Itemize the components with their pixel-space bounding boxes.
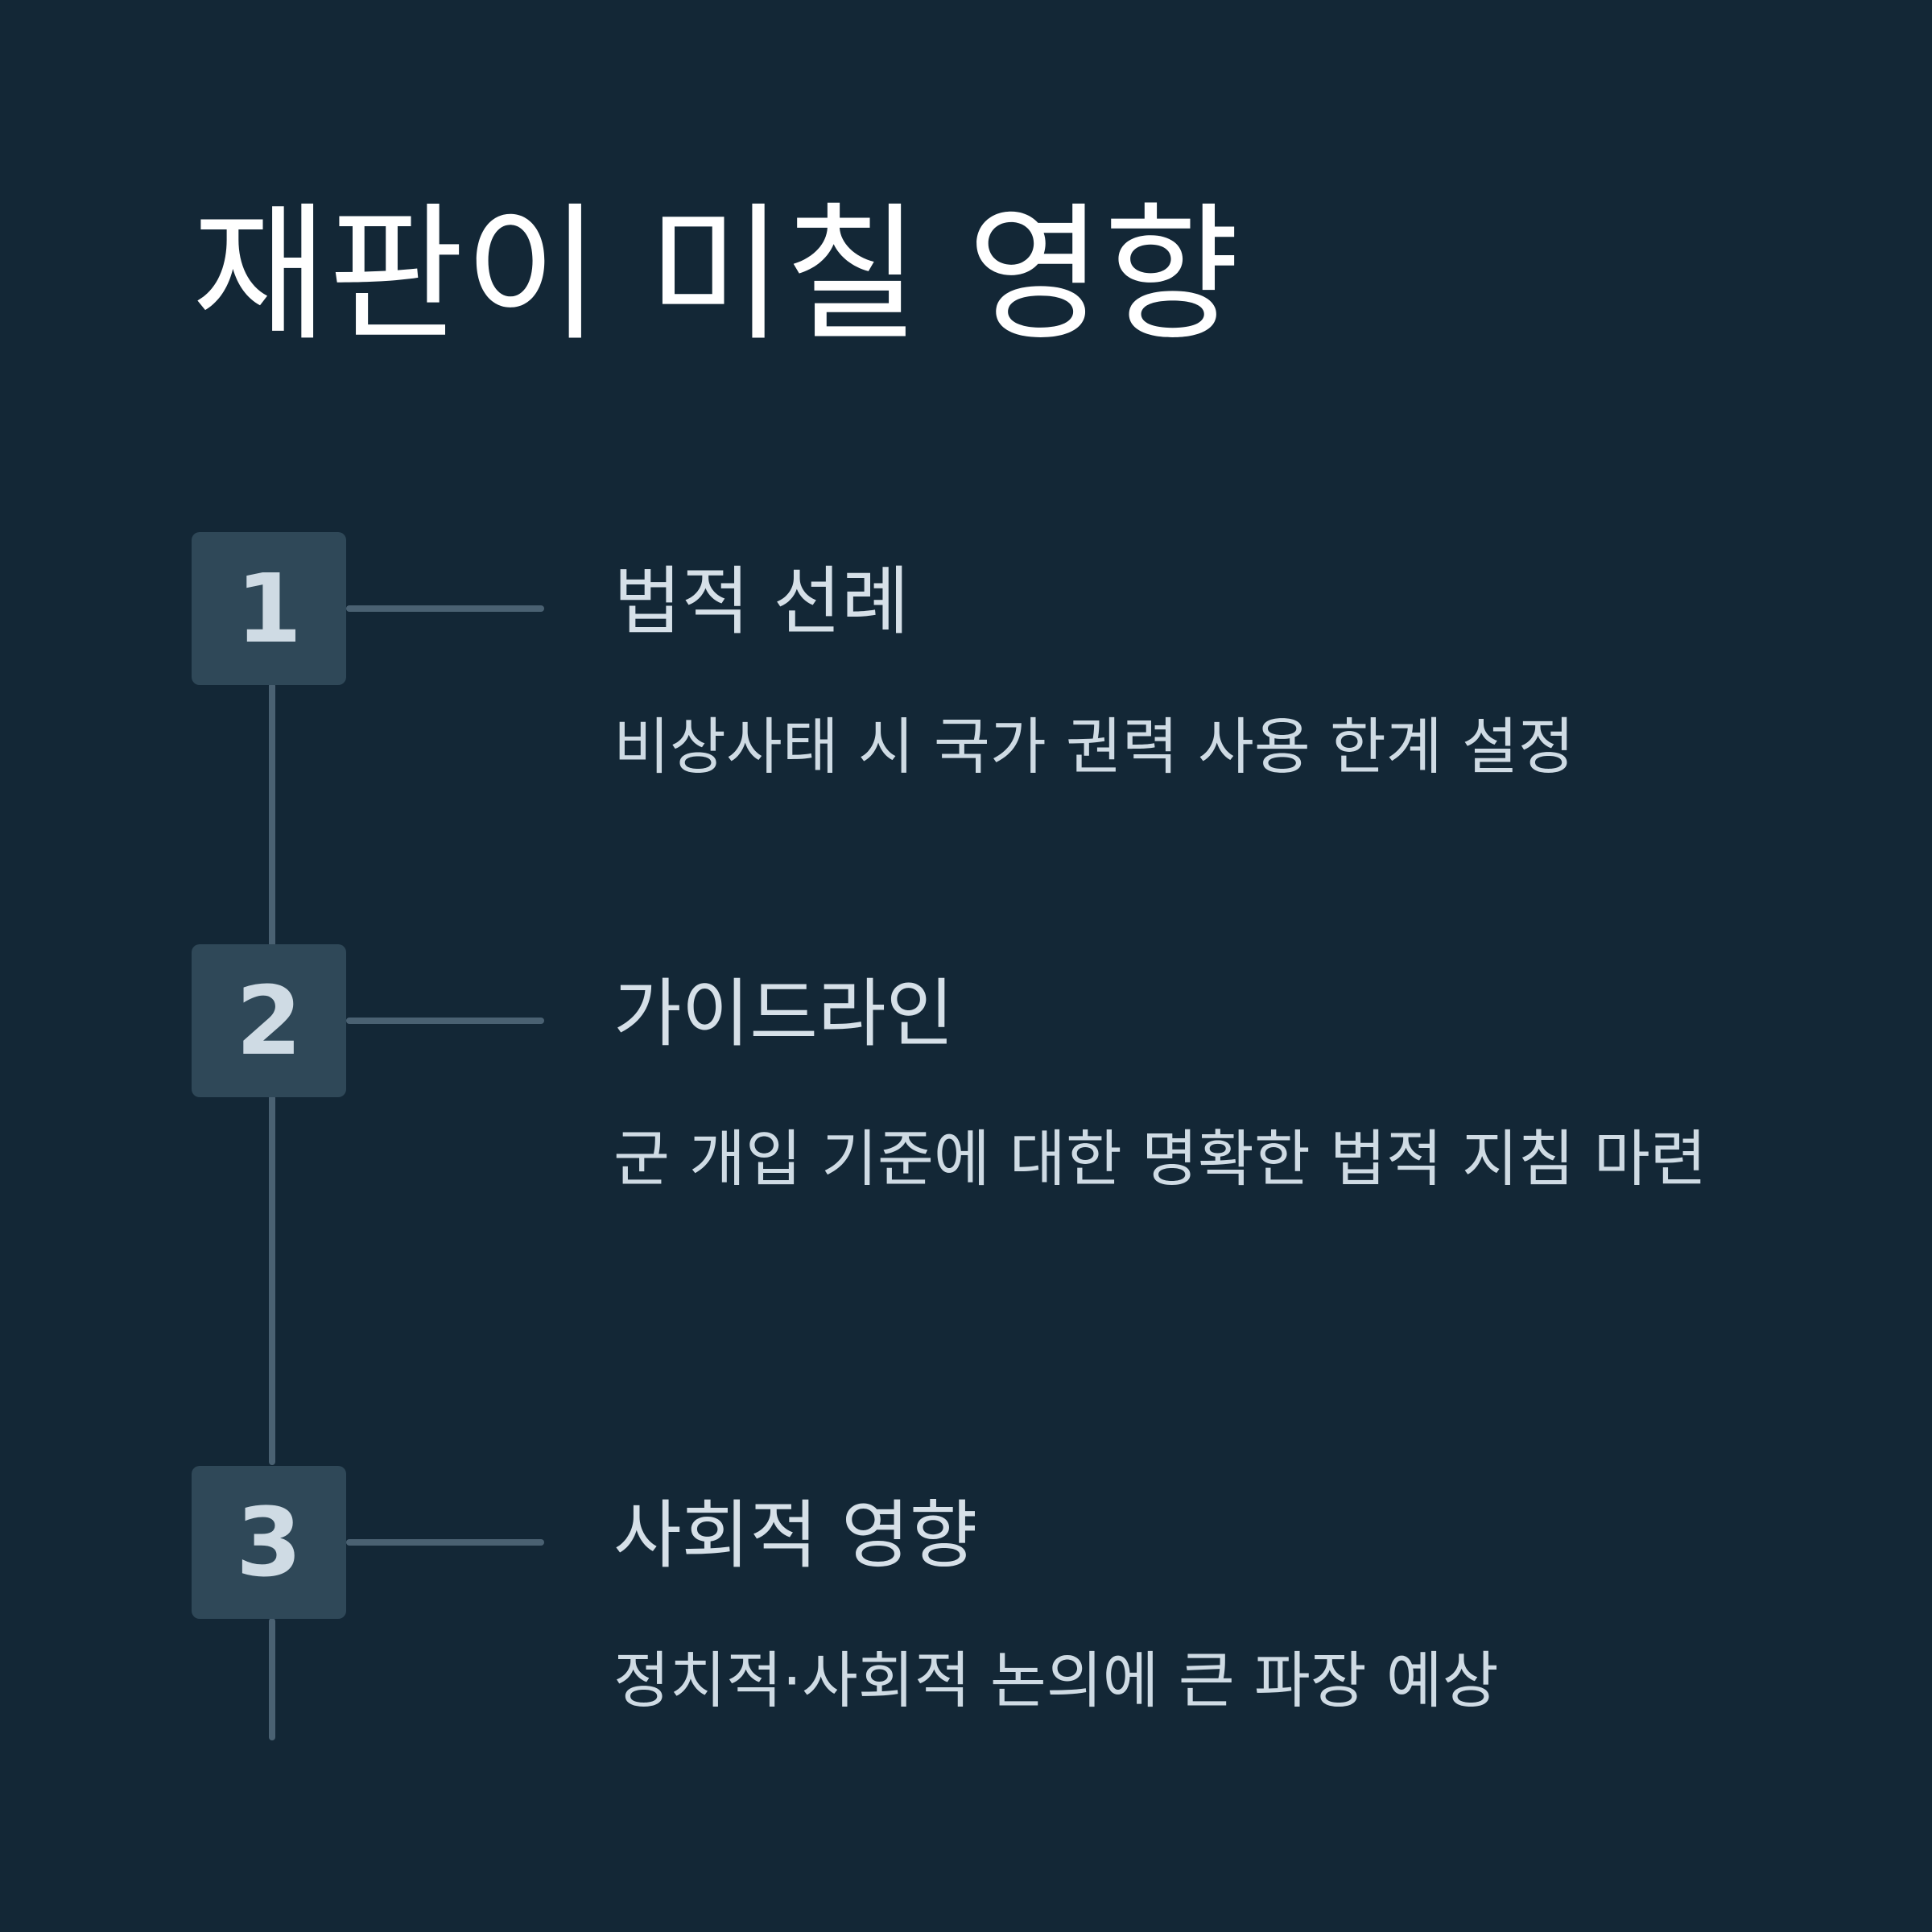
step-title: 사회적 영향 (613, 1492, 978, 1579)
step-connector (346, 1018, 544, 1024)
step-number-box: 2 (192, 944, 346, 1097)
timeline-connector (269, 1618, 275, 1740)
step-number: 3 (235, 1487, 303, 1598)
step-description: 정치적·사회적 논의에 큰 파장 예상 (613, 1645, 1499, 1716)
step-connector (346, 1539, 544, 1546)
step-title: 가이드라인 (613, 971, 955, 1057)
step-connector (346, 605, 544, 612)
page-title: 재판이 미칠 영향 (192, 189, 1240, 361)
timeline-connector (269, 683, 275, 948)
timeline-connector (269, 1095, 275, 1465)
step-number: 1 (235, 553, 303, 664)
step-number: 2 (235, 965, 303, 1076)
step-number-box: 1 (192, 532, 346, 685)
step-title: 법적 선례 (613, 559, 910, 645)
step-description: 비상사태 시 국가 권력 사용 한계 설정 (613, 711, 1575, 782)
step-description: 군 개입 기준에 대한 명확한 법적 지침 마련 (613, 1123, 1707, 1195)
step-number-box: 3 (192, 1466, 346, 1619)
